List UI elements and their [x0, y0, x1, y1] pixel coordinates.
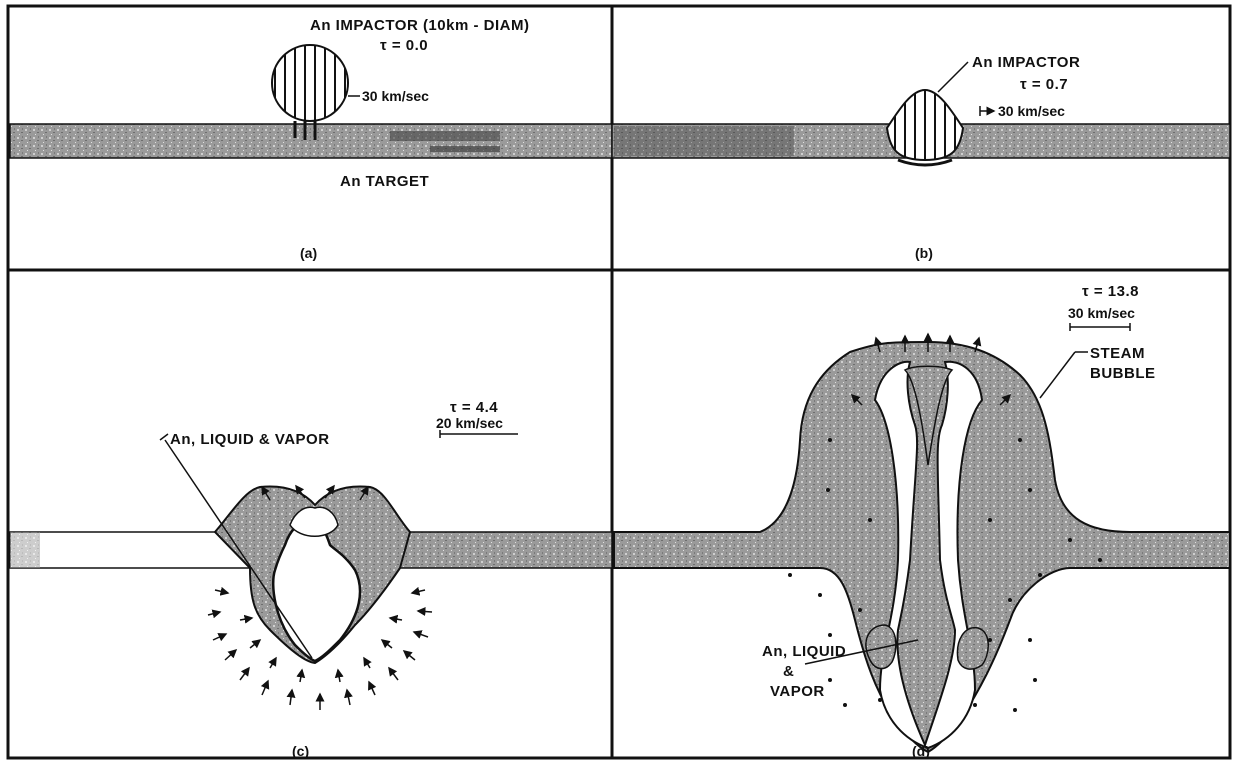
panel-d: τ = 13.8 30 km/sec STEAM BUBBLE An, LIQU… — [614, 283, 1230, 759]
panel-b: An IMPACTOR τ = 0.7 30 km/sec (b) — [612, 54, 1230, 261]
melt-label: An, LIQUID & VAPOR — [170, 431, 330, 448]
impactor-label: An IMPACTOR (10km - DIAM) — [310, 17, 529, 34]
speed-label: 30 km/sec — [998, 103, 1065, 119]
scale-label: 20 km/sec — [436, 415, 503, 431]
panel-a: An IMPACTOR (10km - DIAM) τ = 0.0 30 km/… — [10, 17, 612, 261]
caption-b: (b) — [915, 245, 933, 261]
target-layer — [10, 124, 612, 158]
tau-label: τ = 0.7 — [1020, 76, 1068, 93]
melt-label-line3: VAPOR — [770, 683, 825, 700]
caption-a: (a) — [300, 245, 317, 261]
speed-label: 30 km/sec — [362, 88, 429, 104]
panel-c: An, LIQUID & VAPOR τ = 4.4 20 km/sec (c) — [10, 399, 612, 759]
caption-d: (d) — [912, 743, 930, 759]
caption-c: (c) — [292, 743, 309, 759]
bubble-label-line1: STEAM — [1090, 345, 1145, 362]
impactor-deformed — [885, 88, 965, 165]
tau-label: τ = 13.8 — [1082, 283, 1139, 300]
melt-label-line2: & — [783, 663, 794, 680]
tau-label: τ = 4.4 — [450, 399, 498, 416]
scale-bar — [440, 430, 518, 438]
target-layer-right — [390, 532, 612, 568]
scale-label: 30 km/sec — [1068, 305, 1135, 321]
bubble-leader — [1040, 352, 1075, 398]
melt-label-line1: An, LIQUID — [762, 643, 846, 660]
scale-bar — [1070, 323, 1130, 331]
impactor-label: An IMPACTOR — [972, 54, 1080, 71]
target-label: An TARGET — [340, 173, 429, 190]
bubble-label-line2: BUBBLE — [1090, 365, 1156, 382]
target-layer-left — [10, 532, 250, 568]
tau-label: τ = 0.0 — [380, 37, 428, 54]
